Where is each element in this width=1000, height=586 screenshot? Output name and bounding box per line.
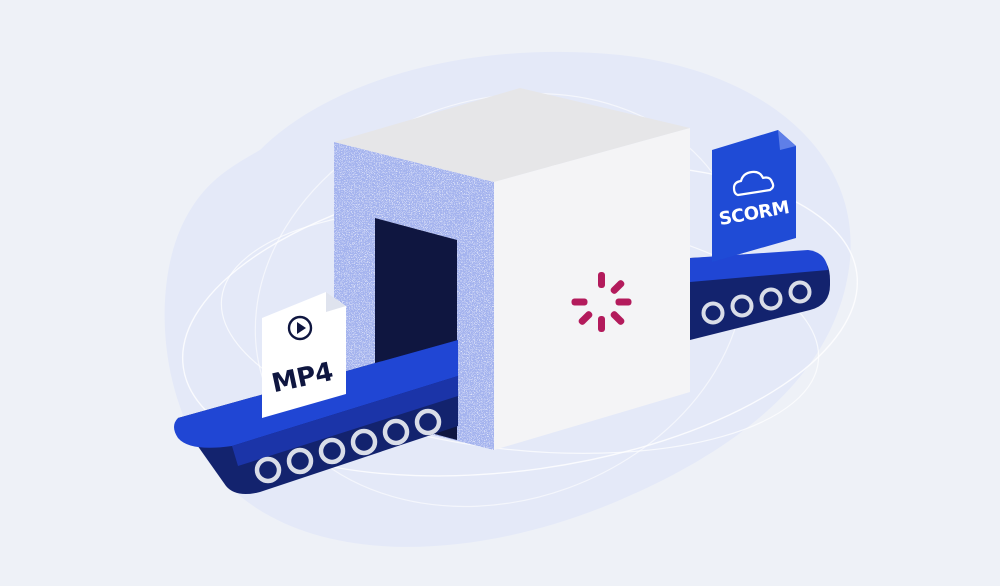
play-icon <box>287 315 313 341</box>
mp4-file: MP4 <box>262 292 346 418</box>
machine-top <box>334 88 690 182</box>
input-belt-rollers <box>254 408 442 484</box>
machine-front <box>494 128 690 450</box>
output-conveyor-belt <box>690 250 830 340</box>
scorm-file: SCORM <box>712 130 796 262</box>
cloud-icon <box>732 170 775 197</box>
spinner-logo <box>571 272 632 332</box>
output-belt-rollers <box>701 280 812 325</box>
